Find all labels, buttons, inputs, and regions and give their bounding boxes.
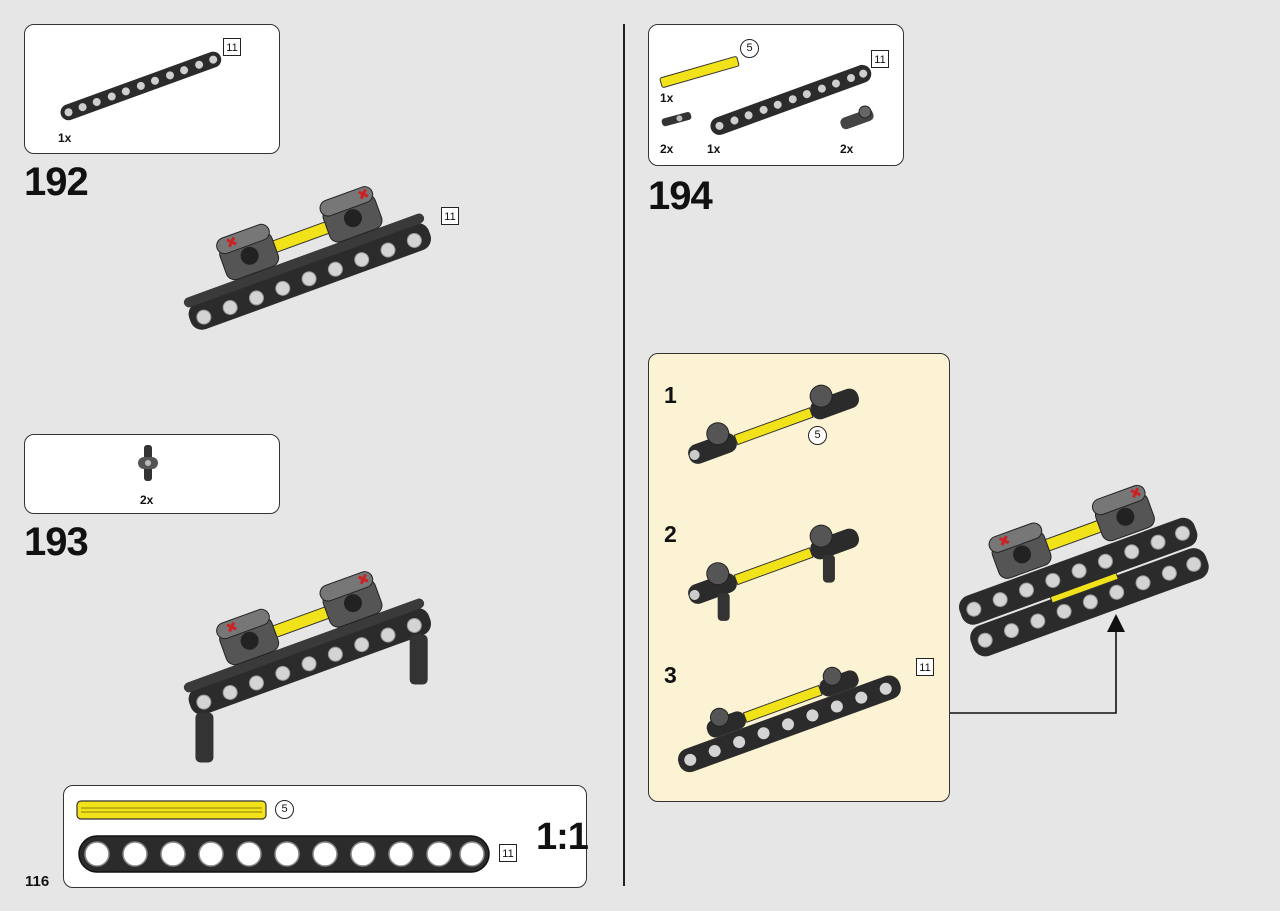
part-quantity: 2x [140,493,154,507]
sub-step-1-drawing [688,384,860,464]
scale-panel: 5 11 1:1 [63,785,589,888]
length-indicator: 5 [740,39,759,58]
parts-list-193: 2x [24,434,280,514]
svg-text:✖: ✖ [224,233,240,252]
parts-list-194: 5 1x 11 2x 1x 2x [648,24,904,166]
sub-step-3-drawing [677,666,901,773]
parts-list-192: 11 1x [24,24,280,154]
svg-text:✖: ✖ [355,571,371,590]
beam-11-part [60,51,222,121]
length-indicator: 11 [499,844,517,862]
beam-quantity: 1x [707,142,721,156]
pin-connector-part [138,445,158,481]
length-indicator: 11 [871,50,889,68]
step-number-192: 192 [24,160,89,204]
axle-5-scale [76,800,267,820]
sub-step-1: 1 [664,382,677,408]
beam-11-scale [78,835,490,873]
parts-194-drawing [659,56,874,135]
length-indicator: 11 [223,38,241,56]
step-194-assembly: ✖ ✖ [958,484,1209,657]
length-indicator: 11 [441,207,459,225]
sub-step-2: 2 [664,521,677,547]
svg-text:✖: ✖ [1128,484,1144,503]
part-quantity: 1x [58,131,72,145]
svg-text:✖: ✖ [224,618,240,637]
step-number-193: 193 [24,520,89,564]
length-indicator: 11 [916,658,934,676]
length-indicator: 5 [275,800,294,819]
step-number-194: 194 [648,174,713,218]
connector-quantity: 2x [840,142,854,156]
step-193-assembly: ✖ ✖ [183,571,432,763]
svg-text:✖: ✖ [355,186,371,205]
step-192-assembly: ✖ ✖ [183,186,432,330]
sub-step-2-drawing [688,524,860,621]
axle-quantity: 1x [660,91,674,105]
sub-step-3: 3 [664,662,677,688]
sub-assembly-callout: 1 5 2 3 [648,353,950,802]
pin-quantity: 2x [660,142,674,156]
page-number: 116 [25,873,50,890]
page-divider [623,24,625,886]
scale-ratio: 1:1 [536,816,589,858]
assembly-arrow [950,614,1125,714]
svg-text:✖: ✖ [996,532,1012,551]
length-indicator: 5 [808,426,827,445]
